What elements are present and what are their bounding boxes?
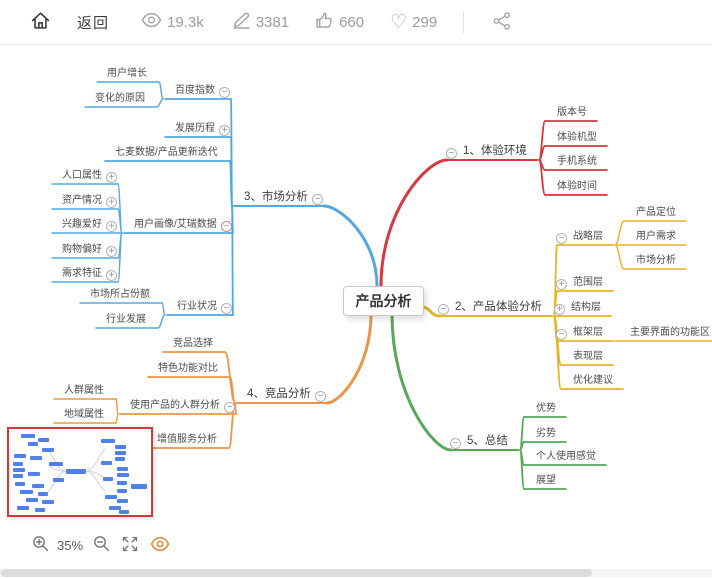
expand-icon[interactable]: + <box>556 279 567 290</box>
mindmap-node[interactable]: 行业状况 <box>177 301 217 312</box>
mindmap-node[interactable]: 资产情况 <box>62 195 102 206</box>
mindmap-node[interactable]: 优化建议 <box>573 375 613 386</box>
favorite-count: 299 <box>412 13 438 31</box>
mindmap-node[interactable]: 版本号 <box>557 107 587 118</box>
mindmap-node[interactable]: 增值服务分析 <box>157 434 217 445</box>
focus-view-button[interactable] <box>150 536 170 555</box>
collapse-icon[interactable]: − <box>221 303 232 314</box>
like-count-group: 660 <box>315 11 364 33</box>
focus-eye-icon <box>150 536 170 555</box>
collapse-icon[interactable]: − <box>315 391 326 402</box>
mindmap-node[interactable]: 优势 <box>536 403 556 414</box>
mindmap-node[interactable]: 3、市场分析 <box>244 191 308 203</box>
view-count: 19.3k <box>167 13 204 31</box>
collapse-icon[interactable]: − <box>224 402 235 413</box>
mindmap-node[interactable]: 兴趣爱好 <box>62 219 102 230</box>
mindmap-node[interactable]: 表现层 <box>573 351 603 362</box>
expand-icon[interactable]: + <box>106 221 117 232</box>
mindmap-node[interactable]: 劣势 <box>536 428 556 439</box>
mindmap-node[interactable]: 用户增长 <box>107 68 147 79</box>
pencil-icon <box>232 12 256 33</box>
home-icon <box>30 10 51 34</box>
expand-icon[interactable]: + <box>219 125 230 136</box>
mindmap-node[interactable]: 体验时间 <box>557 181 597 192</box>
view-count-group: 19.3k <box>141 12 204 32</box>
like-count: 660 <box>339 13 365 31</box>
mindmap-node[interactable]: 2、产品体验分析 <box>455 301 542 313</box>
zoom-in-button[interactable] <box>32 535 49 555</box>
mindmap-node[interactable]: 购物偏好 <box>62 244 102 255</box>
mindmap-node[interactable]: 使用产品的人群分析 <box>130 400 220 411</box>
collapse-icon[interactable]: − <box>221 221 232 232</box>
zoom-controls: 35% <box>32 533 170 557</box>
mindmap-node[interactable]: 用户画像/艾瑞数据 <box>134 219 217 230</box>
zoom-out-icon <box>93 535 110 555</box>
mindmap-node[interactable]: 1、体验环境 <box>463 145 527 157</box>
fullscreen-button[interactable] <box>122 536 138 555</box>
thumbs-up-icon <box>315 11 339 33</box>
mindmap-node[interactable]: 人口属性 <box>62 170 102 181</box>
mindmap-node[interactable]: 竞品选择 <box>173 338 213 349</box>
mindmap-node[interactable]: 特色功能对比 <box>158 363 218 374</box>
minimap-preview <box>13 434 147 514</box>
edit-count-group: 3381 <box>232 12 289 33</box>
zoom-out-button[interactable] <box>93 535 110 555</box>
mindmap-node[interactable]: 百度指数 <box>175 85 215 96</box>
mindmap-node[interactable]: 4、竞品分析 <box>247 388 311 400</box>
mindmap-node[interactable]: 产品定位 <box>636 207 676 218</box>
mindmap-node[interactable]: 市场分析 <box>636 255 676 266</box>
expand-icon[interactable]: + <box>106 270 117 281</box>
collapse-icon[interactable]: − <box>556 329 567 340</box>
share-button[interactable] <box>492 11 512 34</box>
collapse-icon[interactable]: − <box>446 148 457 159</box>
mindmap-node[interactable]: 主要界面的功能区 <box>630 327 710 338</box>
expand-icon[interactable]: + <box>106 197 117 208</box>
edit-count: 3381 <box>255 13 290 31</box>
mindmap-node[interactable]: 手机系统 <box>557 156 597 167</box>
expand-icon[interactable]: + <box>106 246 117 257</box>
mindmap-node[interactable]: 结构层 <box>571 302 601 313</box>
mindmap-node[interactable]: 人群属性 <box>64 385 104 396</box>
mindmap-node[interactable]: 市场所占份额 <box>90 289 150 300</box>
collapse-icon[interactable]: − <box>219 87 230 98</box>
top-toolbar: 返回 19.3k 3381 <box>0 0 712 45</box>
expand-icon[interactable]: + <box>554 304 565 315</box>
mindmap-node[interactable]: 体验机型 <box>557 132 597 143</box>
mindmap-node[interactable]: 七麦数据/产品更新迭代 <box>115 147 218 158</box>
share-icon <box>492 11 512 34</box>
collapse-icon[interactable]: − <box>438 304 449 315</box>
mindmap-node[interactable]: 行业发展 <box>106 314 146 325</box>
collapse-icon[interactable]: − <box>312 194 323 205</box>
favorite-count-group: ♡ 299 <box>390 13 437 32</box>
mindmap-node[interactable]: 战略层 <box>573 231 603 242</box>
toolbar-divider <box>463 11 465 33</box>
mindmap-node[interactable]: 变化的原因 <box>95 93 145 104</box>
mindmap-node[interactable]: 5、总结 <box>467 435 508 447</box>
back-button[interactable]: 返回 <box>77 12 109 33</box>
mindmap-node[interactable]: 个人使用感觉 <box>536 451 596 462</box>
mindmap-node[interactable]: 展望 <box>536 475 556 486</box>
zoom-level: 35% <box>57 537 84 553</box>
expand-icon[interactable]: + <box>106 172 117 183</box>
mindmap-node[interactable]: 发展历程 <box>175 123 215 134</box>
zoom-in-icon <box>32 535 49 555</box>
mindmap-node[interactable]: 地域属性 <box>64 409 104 420</box>
collapse-icon[interactable]: − <box>556 233 567 244</box>
mindmap-node[interactable]: 需求特征 <box>62 268 102 279</box>
mindmap-node[interactable]: 范围层 <box>573 277 603 288</box>
mindmap-node[interactable]: 用户需求 <box>636 231 676 242</box>
horizontal-scrollbar-track[interactable] <box>0 569 712 577</box>
mindmap-node[interactable]: 框架层 <box>573 327 603 338</box>
minimap[interactable] <box>7 427 153 517</box>
root-node[interactable]: 产品分析 <box>343 286 424 316</box>
heart-icon: ♡ <box>390 11 408 33</box>
fullscreen-icon <box>122 536 138 555</box>
horizontal-scrollbar-thumb[interactable] <box>1 569 592 577</box>
eye-icon <box>141 12 167 32</box>
collapse-icon[interactable]: − <box>450 438 461 449</box>
home-button[interactable] <box>30 10 51 34</box>
